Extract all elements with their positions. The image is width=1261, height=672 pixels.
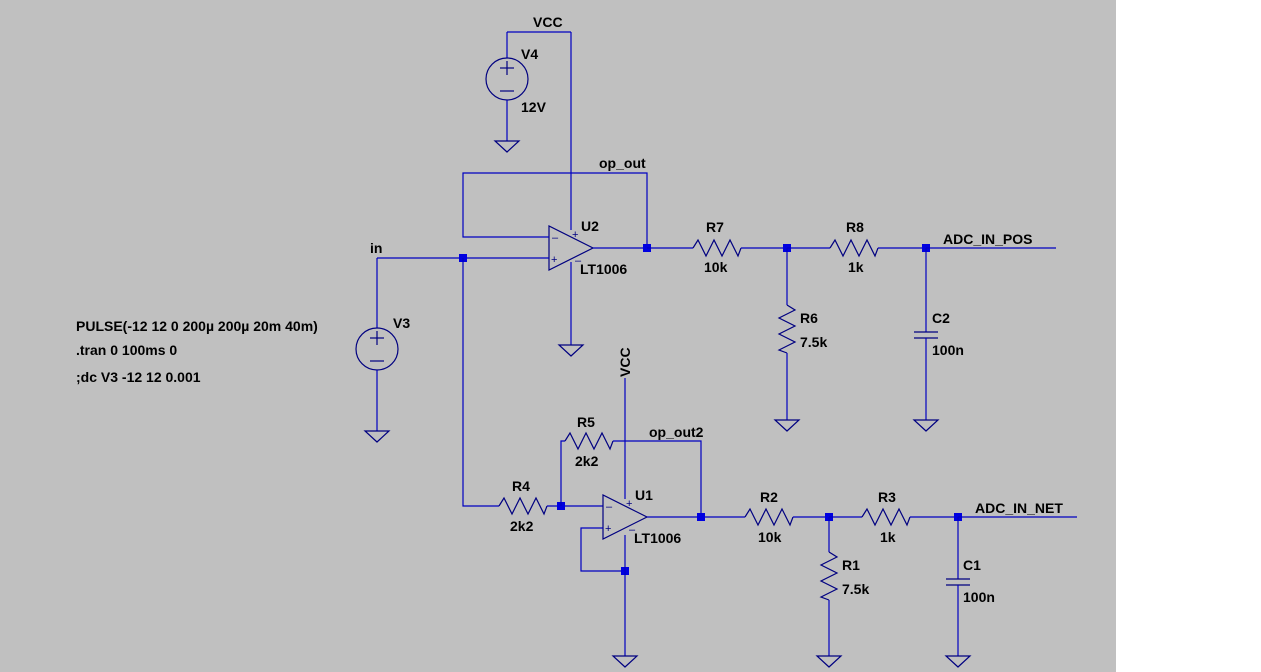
r3-value: 1k — [880, 529, 896, 545]
r1-name: R1 — [842, 557, 860, 573]
r6-resistor[interactable] — [777, 304, 797, 354]
r4-value: 2k2 — [510, 518, 534, 534]
v3-name: V3 — [393, 315, 410, 331]
r8-name: R8 — [846, 219, 864, 235]
ground-icon — [815, 655, 843, 668]
u2-model: LT1006 — [580, 261, 627, 277]
svg-text:–: – — [629, 524, 636, 536]
ground-icon — [493, 140, 521, 153]
svg-text:+: + — [551, 254, 557, 266]
ground-icon — [912, 419, 940, 432]
r4-resistor[interactable] — [498, 496, 548, 516]
r3-name: R3 — [878, 489, 896, 505]
r6-name: R6 — [800, 310, 818, 326]
net-label-op-out: op_out — [599, 155, 646, 171]
r8-value: 1k — [848, 259, 864, 275]
svg-text:–: – — [552, 232, 559, 244]
v4-name: V4 — [521, 46, 538, 62]
svg-text:–: – — [575, 255, 582, 267]
r5-name: R5 — [577, 414, 595, 430]
r5-value: 2k2 — [575, 453, 599, 469]
ground-icon — [611, 655, 639, 668]
ground-icon — [557, 344, 585, 357]
c2-value: 100n — [932, 342, 964, 358]
net-label-op-out2: op_out2 — [649, 424, 704, 440]
r1-value: 7.5k — [842, 581, 869, 597]
r7-name: R7 — [706, 219, 724, 235]
u2-opamp[interactable] — [548, 225, 595, 271]
pulse-directive[interactable]: PULSE(-12 12 0 200µ 200µ 20m 40m) — [76, 318, 318, 334]
dc-comment[interactable]: ;dc V3 -12 12 0.001 — [76, 369, 201, 385]
net-label-vcc-u1: VCC — [617, 347, 633, 377]
r2-resistor[interactable] — [744, 507, 794, 527]
net-label-adc-pos: ADC_IN_POS — [943, 231, 1032, 247]
net-label-in: in — [370, 240, 382, 256]
r2-name: R2 — [760, 489, 778, 505]
svg-text:–: – — [606, 501, 613, 513]
svg-text:+: + — [572, 229, 578, 241]
r2-value: 10k — [758, 529, 782, 545]
u1-opamp[interactable] — [602, 494, 649, 540]
svg-text:+: + — [605, 523, 611, 535]
v4-value: 12V — [521, 99, 547, 115]
net-label-vcc-top: VCC — [533, 14, 563, 30]
ground-icon — [773, 419, 801, 432]
r7-value: 10k — [704, 259, 728, 275]
junction-dot — [697, 513, 705, 521]
c2-name: C2 — [932, 310, 950, 326]
svg-text:+: + — [626, 498, 632, 510]
r5-resistor[interactable] — [564, 431, 614, 451]
r3-resistor[interactable] — [861, 507, 911, 527]
r8-resistor[interactable] — [829, 238, 879, 258]
r6-value: 7.5k — [800, 334, 827, 350]
window-margin — [1116, 0, 1261, 672]
ground-icon — [363, 430, 391, 443]
r4-name: R4 — [512, 478, 530, 494]
u1-model: LT1006 — [634, 530, 681, 546]
v4-source[interactable] — [485, 32, 529, 153]
tran-directive[interactable]: .tran 0 100ms 0 — [76, 342, 177, 358]
r1-resistor[interactable] — [819, 551, 839, 601]
r7-resistor[interactable] — [692, 238, 742, 258]
schematic-svg[interactable]: V4 12V VCC – + + – U2 LT1006 op_out R7 1… — [0, 0, 1116, 672]
net-label-adc-net: ADC_IN_NET — [975, 500, 1063, 516]
u1-name: U1 — [635, 487, 653, 503]
ground-icon — [944, 655, 972, 668]
u2-name: U2 — [581, 218, 599, 234]
c1-name: C1 — [963, 557, 981, 573]
c1-value: 100n — [963, 589, 995, 605]
schematic-canvas[interactable]: V4 12V VCC – + + – U2 LT1006 op_out R7 1… — [0, 0, 1116, 672]
